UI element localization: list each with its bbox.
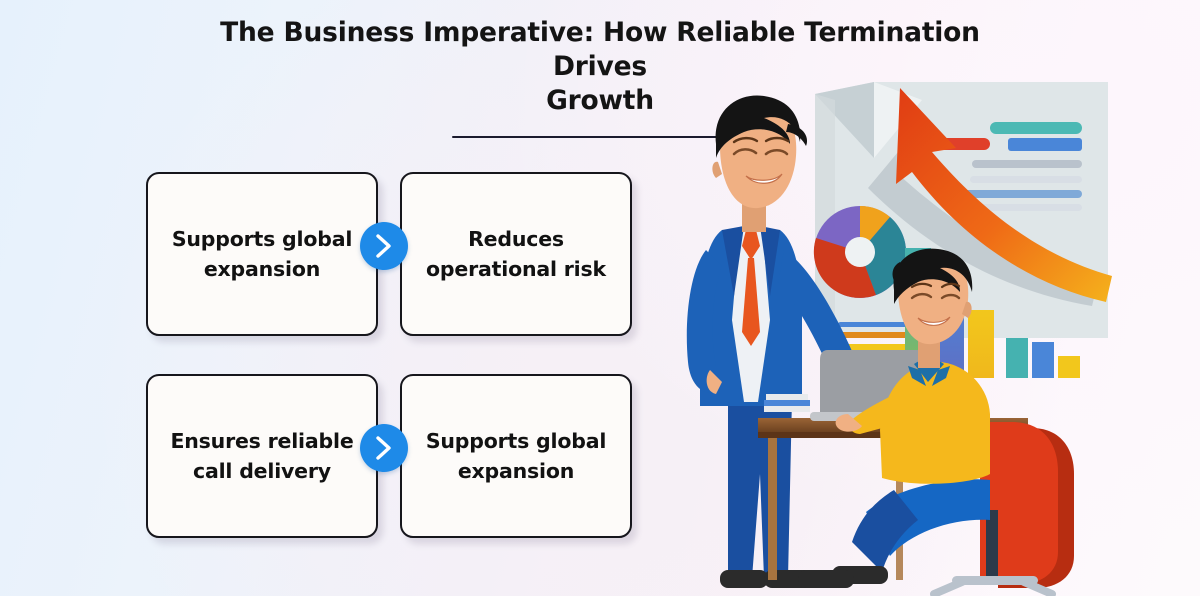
office-chair (930, 422, 1074, 596)
chevron-right-icon (360, 424, 408, 472)
benefit-card-3-label: Ensures reliable call delivery (170, 429, 354, 483)
benefit-card-2-label: Reduces operational risk (426, 227, 606, 281)
donut-chart (813, 205, 907, 298)
title-divider (452, 136, 748, 138)
benefit-card-2[interactable]: Reduces operational risk (400, 172, 632, 336)
chevron-right-icon (360, 222, 408, 270)
page-title: The Business Imperative: How Reliable Te… (180, 16, 1020, 118)
page-title-line-2: Growth (546, 85, 654, 116)
growth-arrow (896, 88, 1112, 302)
benefit-card-1[interactable]: Supports global expansion (146, 172, 378, 336)
business-presentation-illustration (660, 70, 1200, 596)
presenter-figure (686, 95, 898, 588)
seated-colleague (798, 248, 990, 588)
page-title-line-1: The Business Imperative: How Reliable Te… (220, 17, 980, 82)
benefit-card-3[interactable]: Ensures reliable call delivery (146, 374, 378, 538)
books (764, 394, 810, 412)
page-title-block: The Business Imperative: How Reliable Te… (180, 16, 1020, 138)
benefit-card-1-label: Supports global expansion (171, 227, 353, 281)
benefit-card-4-label: Supports global expansion (425, 429, 607, 483)
benefit-card-4[interactable]: Supports global expansion (400, 374, 632, 538)
board-legend (938, 122, 1082, 211)
